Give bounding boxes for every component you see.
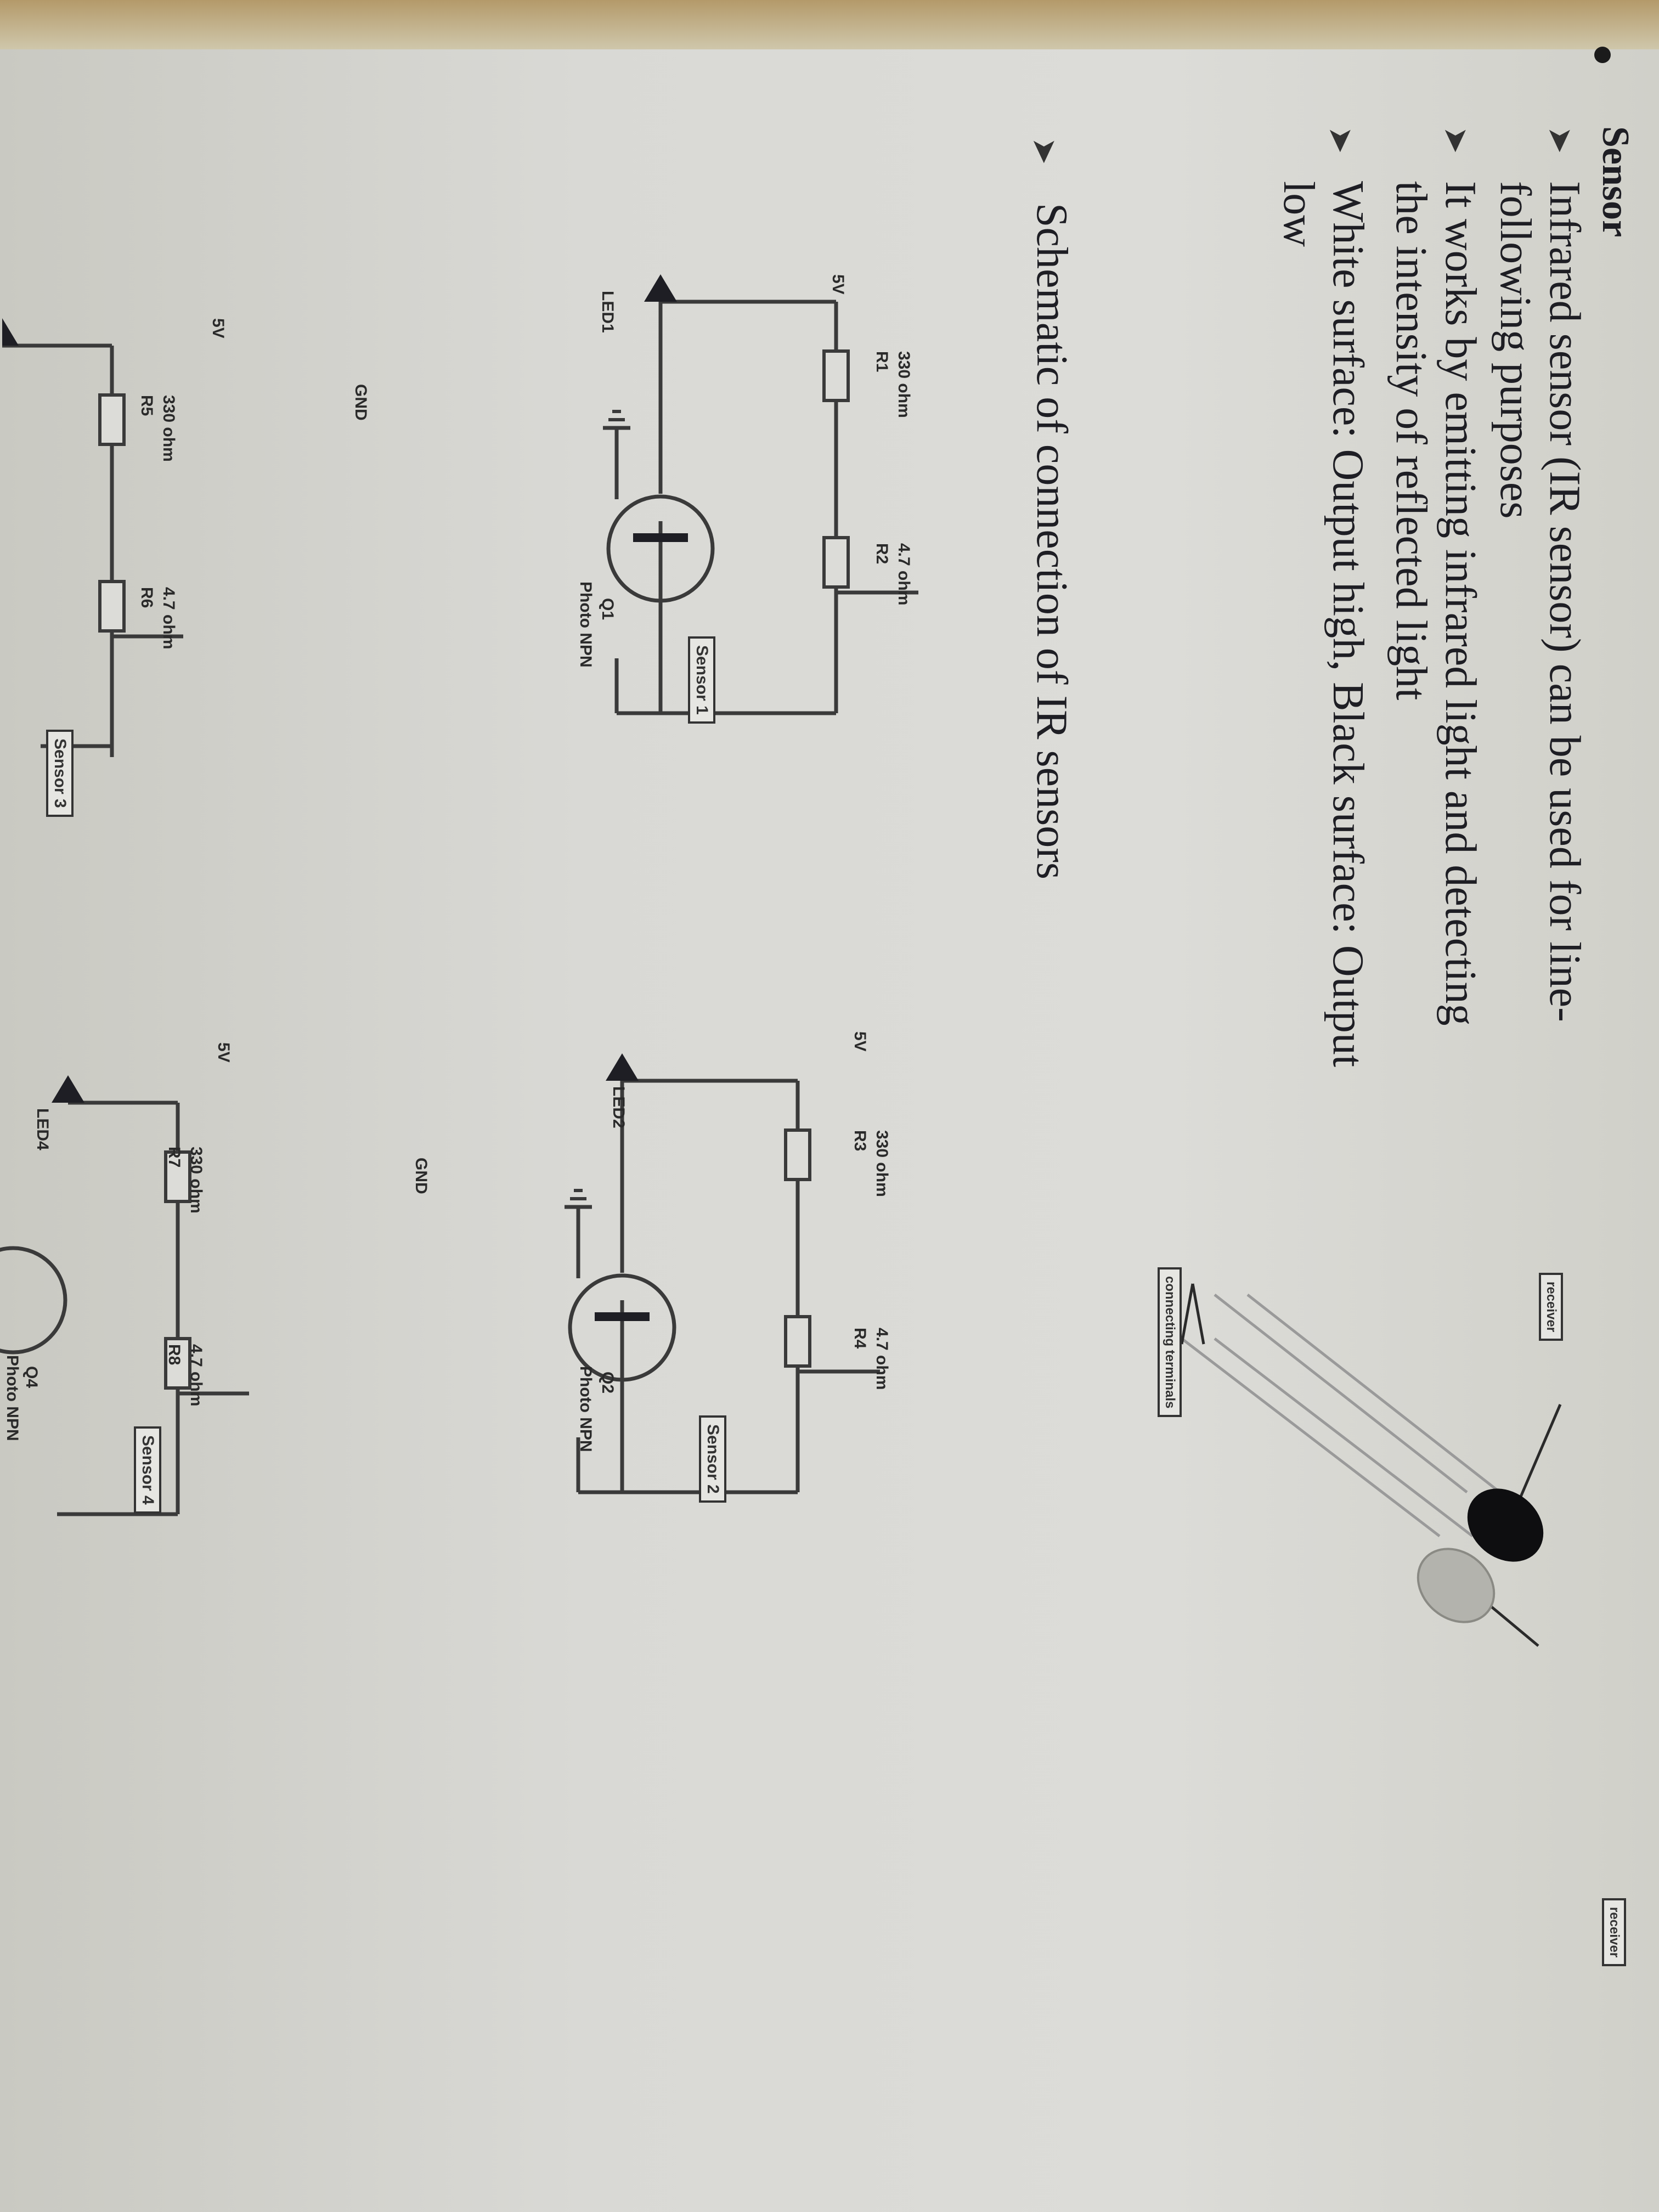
resistor-r3-icon — [784, 1128, 811, 1181]
circuit-4-r-pull: R8 — [165, 1344, 183, 1365]
arrow-bullet-icon: ➤ — [1542, 126, 1578, 154]
receiver-tag-a: receiver — [1539, 1273, 1563, 1341]
circuit-3-r-led: R5 — [138, 395, 156, 416]
circuit-2-gnd: GND — [412, 1158, 430, 1194]
ir-led-pair-illustration — [1180, 1283, 1562, 1647]
circuit-4-output-tag: Sensor 4 — [134, 1426, 161, 1514]
circuit-2-supply: 5V — [851, 1031, 869, 1052]
arrow-bullet-icon: ➤ — [1438, 126, 1474, 154]
led1-diode-icon — [644, 274, 677, 302]
circuit-4-r-pull-val: 4.7 ohm — [187, 1344, 205, 1407]
bullet-1-line-1: Infrared sensor (IR sensor) can be used … — [1541, 181, 1589, 1022]
arrow-bullet-icon: ➤ — [1323, 126, 1359, 154]
circuit-3-schematic — [2, 318, 183, 757]
circuit-4-schematic — [0, 1075, 249, 1516]
circuit-4-q-label: Q4 — [22, 1366, 41, 1389]
circuit-1-output-tag: Sensor 1 — [688, 636, 715, 724]
circuit-1-q-label: Q1 — [599, 598, 617, 620]
circuit-2-r-led-val: 330 ohm — [873, 1130, 891, 1197]
resistor-r4-icon — [784, 1315, 811, 1368]
ir-emitter-clear-icon — [1417, 1548, 1496, 1623]
section-title: Sensor — [1594, 126, 1637, 238]
circuit-4-led-label: LED4 — [33, 1108, 52, 1150]
bullet-2-line-2: the intensity of reflected light — [1387, 181, 1435, 701]
circuit-2-led-label: LED2 — [610, 1086, 628, 1128]
q2-transistor-icon — [568, 1273, 676, 1382]
resistor-r7-icon — [164, 1150, 191, 1203]
arrow-bullet-icon: ➤ — [1026, 137, 1063, 165]
bullet-1-line-2: following purposes — [1491, 181, 1539, 519]
circuit-2-schematic — [565, 1053, 880, 1494]
circuit-1-q-type: Photo NPN — [577, 582, 595, 668]
q4-transistor-icon — [0, 1246, 67, 1355]
circuit-4-supply: 5V — [215, 1042, 233, 1063]
circuit-4-r-led: R7 — [165, 1147, 183, 1168]
circuit-3-r-pull: R6 — [138, 587, 156, 608]
circuit-1-r-led: R1 — [873, 351, 891, 373]
circuit-3-supply: 5V — [209, 318, 227, 338]
connecting-terminals-tag: connecting terminals — [1158, 1267, 1182, 1418]
resistor-r8-icon — [164, 1337, 191, 1390]
circuit-2-output-tag: Sensor 2 — [699, 1415, 726, 1503]
table-edge — [0, 0, 1659, 49]
circuit-2-q-type: Photo NPN — [577, 1366, 595, 1452]
resistor-r1-icon — [822, 349, 850, 402]
q1-transistor-icon — [606, 494, 715, 603]
led2-diode-icon — [606, 1053, 639, 1081]
circuit-2-q-label: Q2 — [599, 1372, 617, 1394]
circuit-3-output-tag: Sensor 3 — [46, 730, 74, 817]
circuit-4-q-type: Photo NPN — [3, 1355, 21, 1441]
ir-receiver-dark-icon — [1467, 1488, 1544, 1562]
circuit-2-r-pull-val: 4.7 ohm — [873, 1328, 891, 1390]
resistor-r6-icon — [98, 580, 126, 633]
circuit-1-r-pull: R2 — [873, 543, 891, 565]
bullet-2-line-1: It works by emitting infrared light and … — [1436, 181, 1485, 1026]
circuit-1-led-label: LED1 — [599, 291, 617, 333]
bullet-3-line-2: low — [1274, 181, 1323, 247]
circuit-2-r-pull: R4 — [851, 1328, 869, 1349]
bullet-dot-icon — [1594, 47, 1611, 63]
diode-icon — [2, 318, 19, 346]
receiver-tag-b: receiver — [1602, 1898, 1626, 1967]
circuit-1-schematic — [603, 274, 918, 715]
circuit-1-r-led-val: 330 ohm — [895, 351, 913, 418]
resistor-r5-icon — [98, 393, 126, 446]
circuit-3-r-pull-val: 4.7 ohm — [160, 587, 178, 650]
circuit-2-r-led: R3 — [851, 1130, 869, 1152]
circuit-1-supply: 5V — [829, 274, 847, 295]
led4-diode-icon — [52, 1075, 84, 1103]
schematic-heading: Schematic of connection of IR sensors — [1028, 203, 1076, 880]
circuit-1-gnd: GND — [352, 384, 370, 421]
circuit-4-r-led-val: 330 ohm — [187, 1147, 205, 1214]
circuit-1-r-pull-val: 4.7 ohm — [895, 543, 913, 606]
bullet-3-line-1: White surface: Output high, Black surfac… — [1324, 181, 1372, 1068]
circuit-3-r-led-val: 330 ohm — [160, 395, 178, 462]
resistor-r2-icon — [822, 536, 850, 589]
